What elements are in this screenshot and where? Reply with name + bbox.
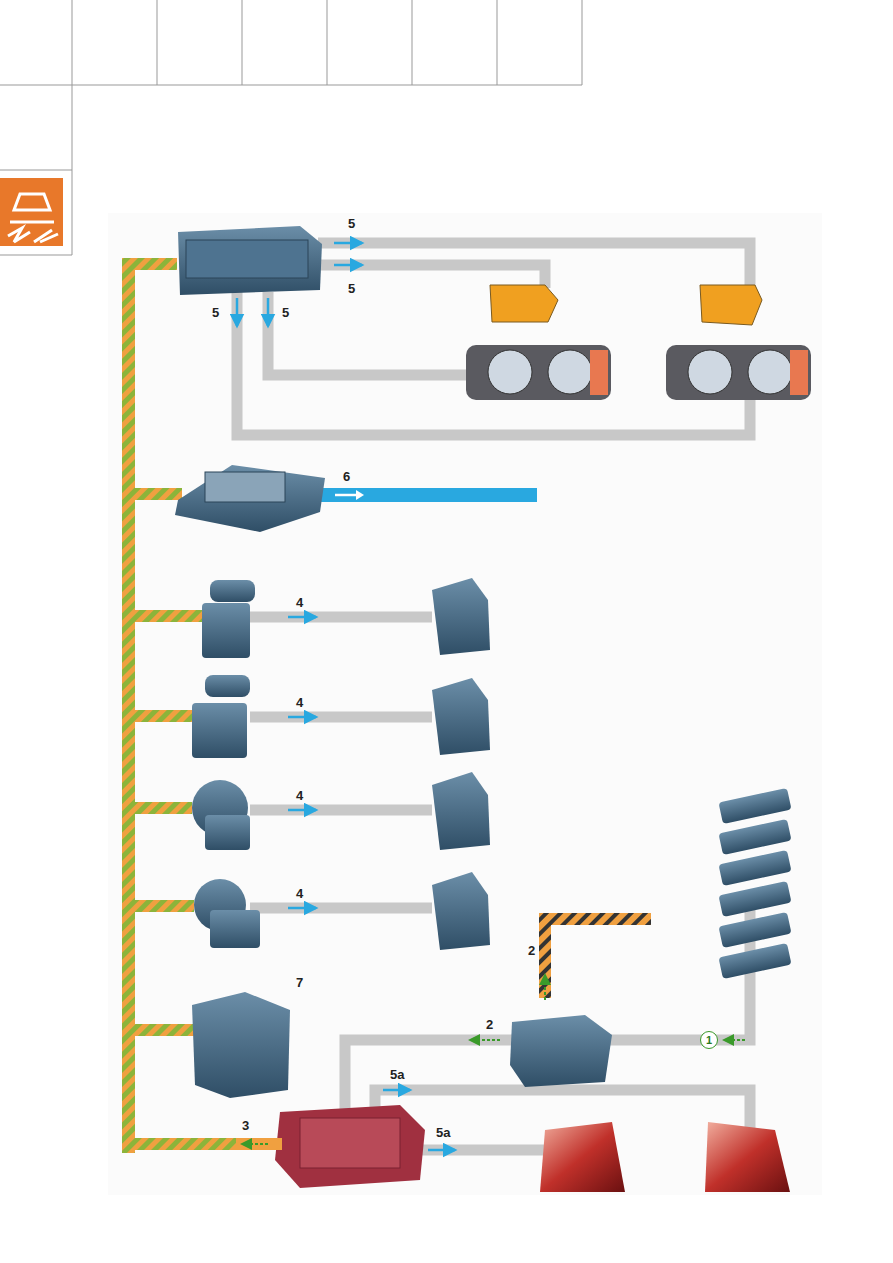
callout-number: 5a bbox=[436, 1126, 450, 1140]
callout-number: 5a bbox=[390, 1068, 404, 1082]
callout-number: 5 bbox=[348, 282, 355, 296]
callout-circle: 1 bbox=[700, 1031, 718, 1049]
callout-number: 5 bbox=[282, 306, 289, 320]
callout-number: 4 bbox=[296, 789, 303, 803]
callout-number: 2 bbox=[528, 944, 535, 958]
callout-number: 7 bbox=[296, 976, 303, 990]
callout-number: 5 bbox=[348, 217, 355, 231]
callout-number: 6 bbox=[343, 470, 350, 484]
callout-number: 4 bbox=[296, 887, 303, 901]
callout-number: 4 bbox=[296, 596, 303, 610]
callout-number: 4 bbox=[296, 696, 303, 710]
callout-number: 3 bbox=[242, 1119, 249, 1133]
callout-number: 2 bbox=[486, 1018, 493, 1032]
callout-number: 1 bbox=[706, 1034, 712, 1046]
callout-number: 5 bbox=[212, 306, 219, 320]
